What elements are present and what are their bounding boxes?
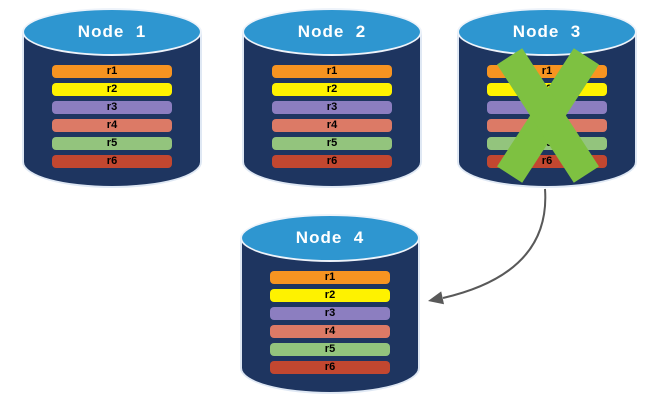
arrow-curve	[442, 188, 547, 299]
record-bar: r5	[270, 343, 390, 356]
record-bar: r1	[52, 65, 172, 78]
node-2: Node 2 r1 r2 r3 r4 r5 r6	[242, 8, 422, 188]
node-4-title: Node 4	[295, 228, 365, 247]
node-1-records: r1 r2 r3 r4 r5 r6	[52, 65, 172, 168]
node-4: Node 4 r1 r2 r3 r4 r5 r6	[240, 214, 420, 394]
record-bar: r3	[272, 101, 392, 114]
record-bar: r6	[270, 361, 390, 374]
record-bar: r3	[270, 307, 390, 320]
node-2-cylinder-top: Node 2	[242, 8, 422, 56]
record-bar: r1	[272, 65, 392, 78]
record-bar: r1	[270, 271, 390, 284]
failure-x-icon	[496, 48, 599, 183]
record-bar: r2	[272, 83, 392, 96]
record-bar: r6	[52, 155, 172, 168]
node-3-failed: Node 3 r1 r2 r3 r4 r5 r6	[457, 8, 637, 188]
record-bar: r6	[272, 155, 392, 168]
node-1-cylinder-top: Node 1	[22, 8, 202, 56]
record-bar: r4	[52, 119, 172, 132]
arrow-head-icon	[428, 291, 444, 305]
record-bar: r2	[52, 83, 172, 96]
record-bar: r4	[270, 325, 390, 338]
record-bar: r5	[52, 137, 172, 150]
record-bar: r3	[52, 101, 172, 114]
node-2-title: Node 2	[297, 22, 367, 41]
record-bar: r4	[272, 119, 392, 132]
node-1-title: Node 1	[77, 22, 147, 41]
node-3-cylinder-top: Node 3	[457, 8, 637, 56]
record-bar: r5	[272, 137, 392, 150]
node-4-records: r1 r2 r3 r4 r5 r6	[270, 271, 390, 374]
node-4-cylinder-top: Node 4	[240, 214, 420, 262]
node-1: Node 1 r1 r2 r3 r4 r5 r6	[22, 8, 202, 188]
node-3-title: Node 3	[512, 22, 582, 41]
record-bar: r2	[270, 289, 390, 302]
node-2-records: r1 r2 r3 r4 r5 r6	[272, 65, 392, 168]
